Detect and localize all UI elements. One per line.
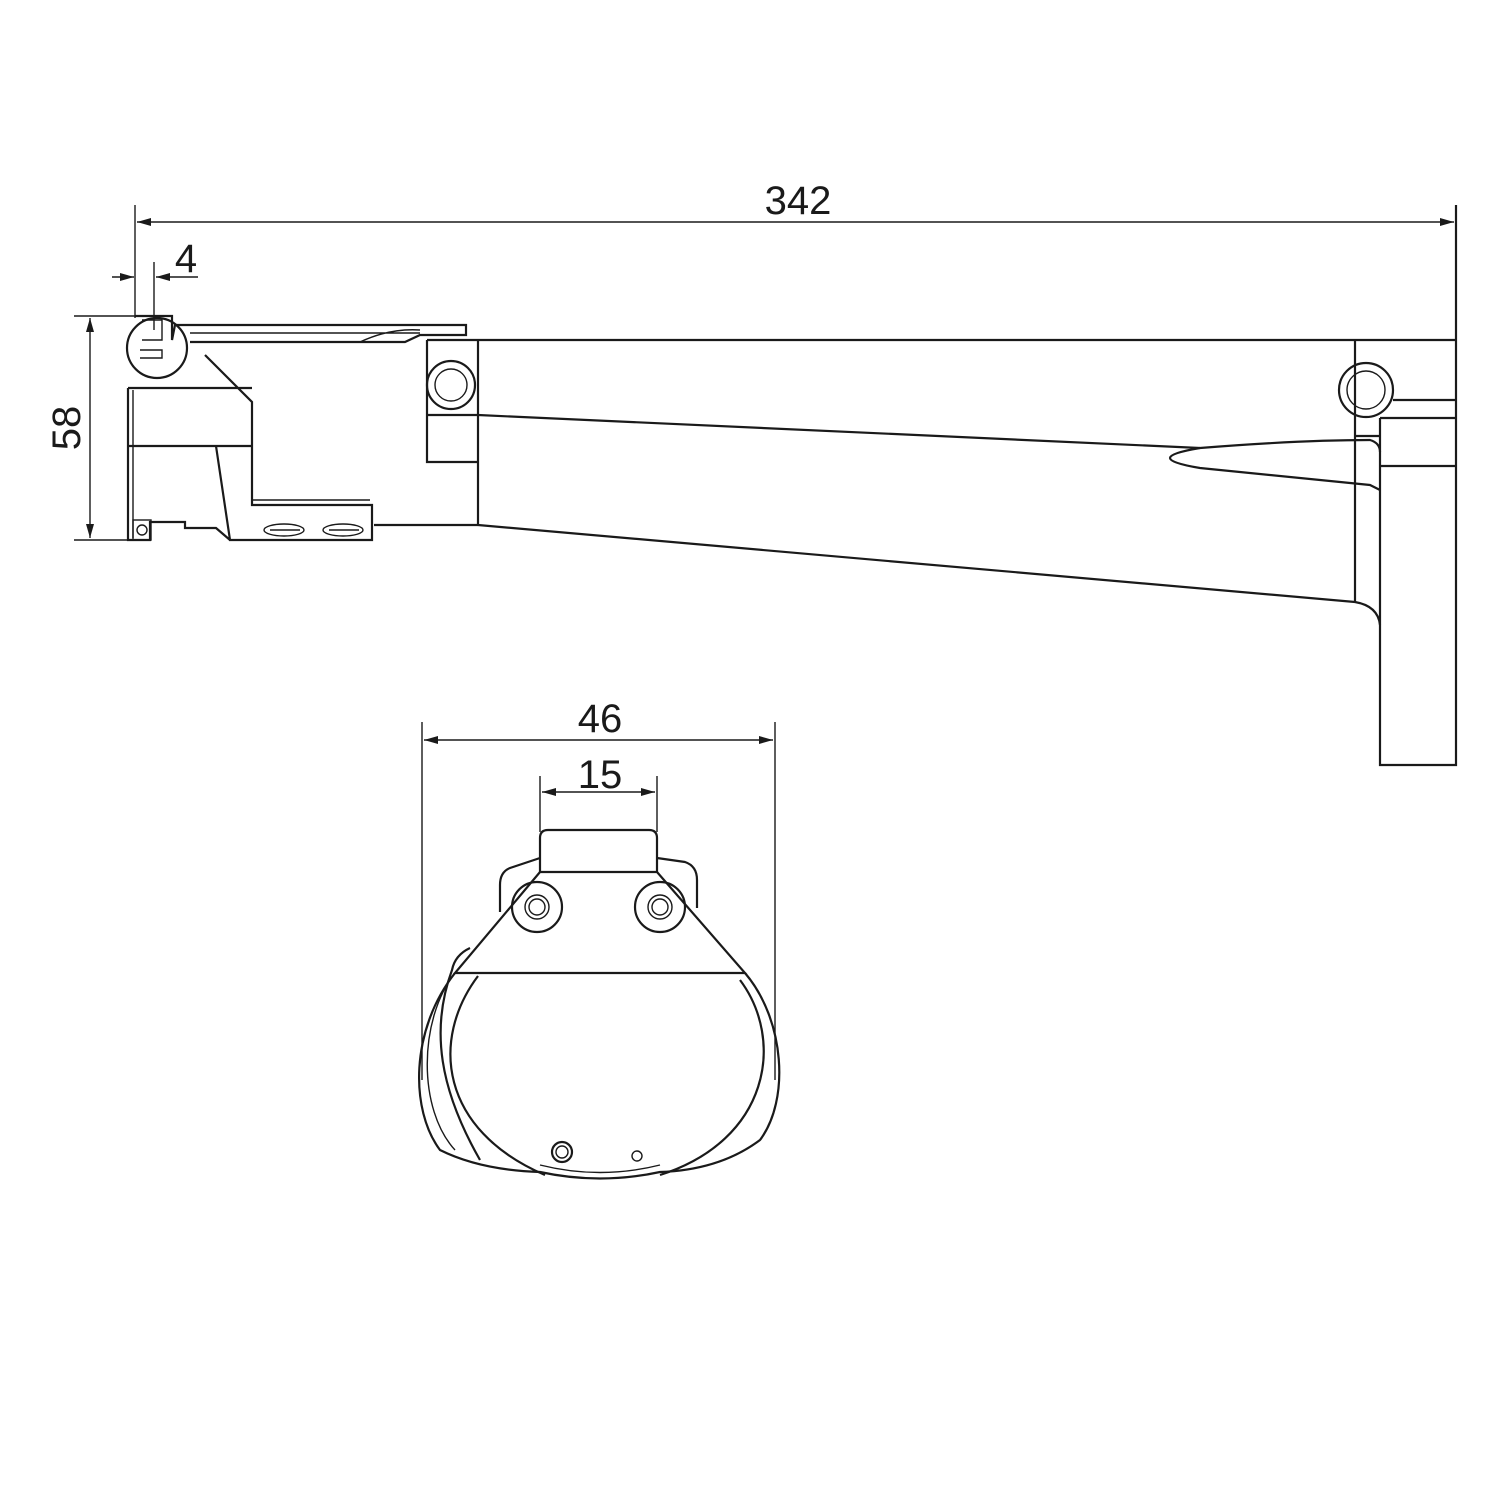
dimension-342: 342	[134, 179, 1457, 340]
dimension-label-15: 15	[578, 753, 623, 797]
side-view-arm	[374, 205, 1458, 767]
dimension-15: 15	[539, 753, 658, 832]
dimension-58: 58	[45, 315, 135, 541]
dimension-label-58: 58	[45, 406, 89, 451]
dimension-label-46: 46	[578, 697, 623, 741]
dimension-46: 46	[421, 697, 776, 1080]
dimension-label-4: 4	[175, 237, 197, 281]
side-view-adapter	[125, 314, 468, 542]
dimension-label-342: 342	[765, 179, 832, 223]
dimension-4: 4	[112, 237, 198, 330]
end-view	[418, 828, 781, 1180]
